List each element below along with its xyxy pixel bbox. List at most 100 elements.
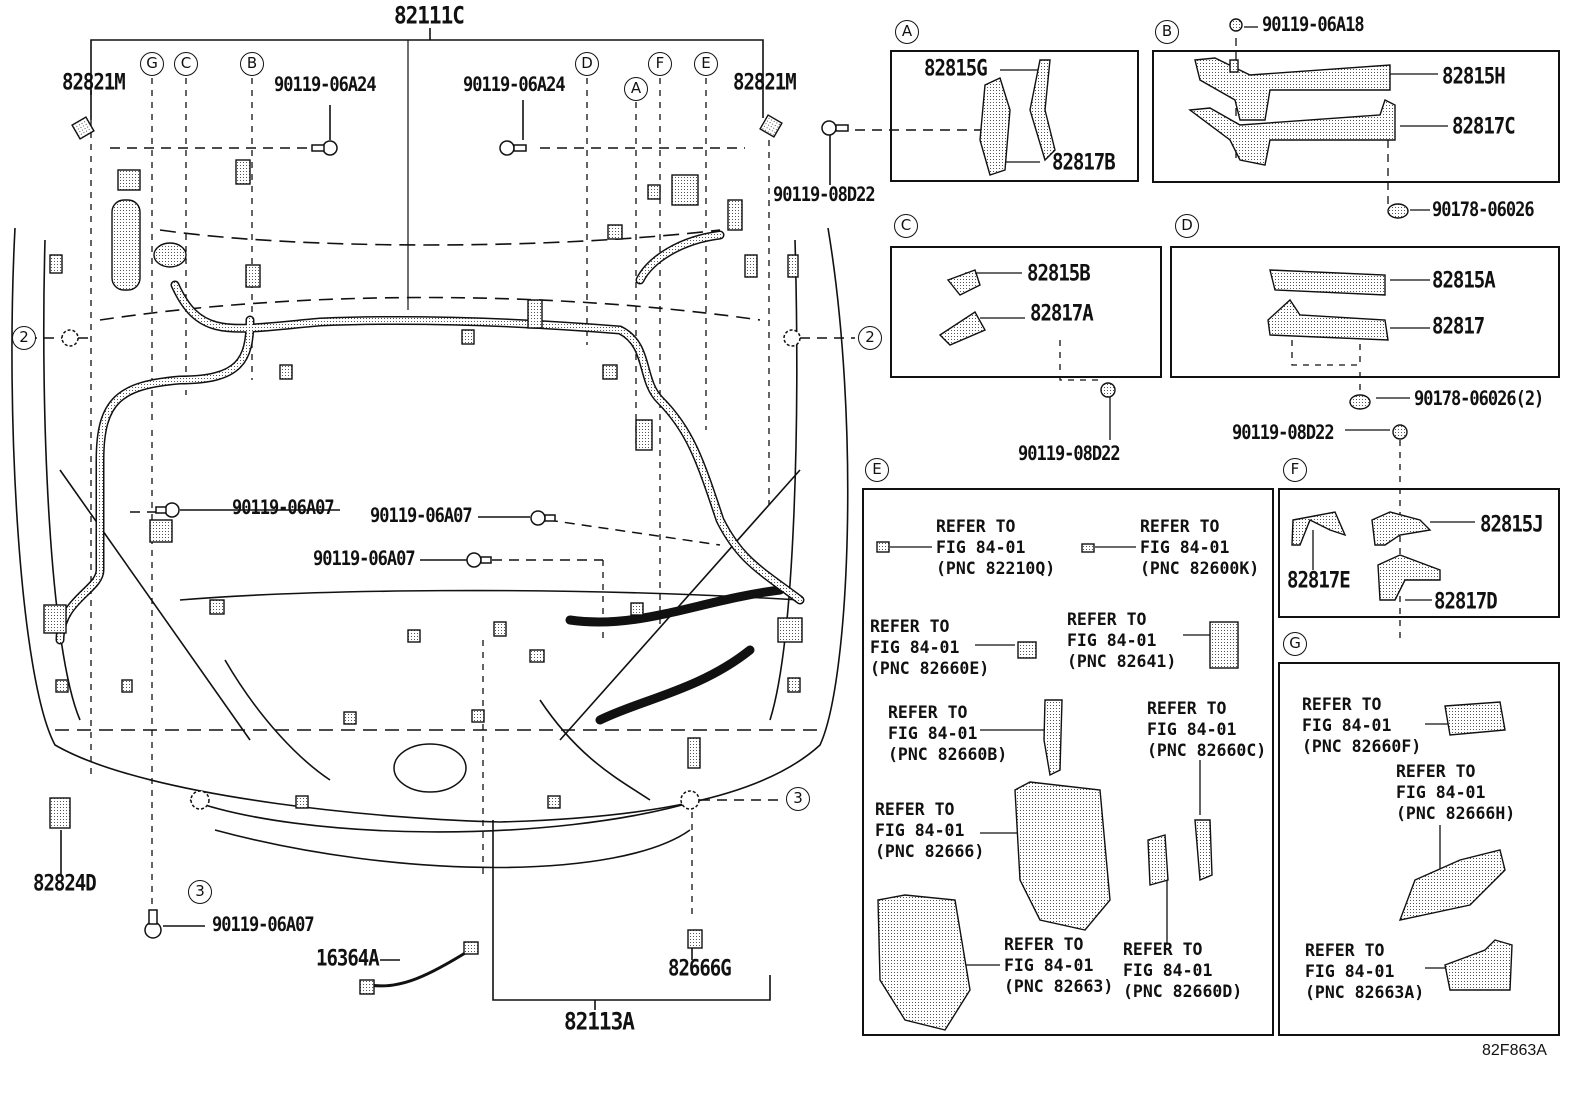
ref-line1: REFER TO (936, 517, 1016, 536)
ref-line2: FIG 84-01 (870, 638, 960, 657)
callout-a[interactable]: A (624, 77, 648, 101)
ref-82660b[interactable]: REFER TO FIG 84-01 (PNC 82660B) (888, 702, 1007, 765)
part-label-bolt-06a07-bottom[interactable]: 90119-06A07 (212, 913, 315, 937)
ref-line2: FIG 84-01 (1140, 538, 1230, 557)
ref-line2: FIG 84-01 (936, 538, 1026, 557)
ref-82666[interactable]: REFER TO FIG 84-01 (PNC 82666) (875, 799, 984, 862)
ref-line2: FIG 84-01 (1147, 720, 1237, 739)
ref-line3: (PNC 82641) (1067, 652, 1177, 671)
part-label-90119-06a18[interactable]: 90119-06A18 (1262, 13, 1365, 37)
detail-panel-b (1152, 50, 1560, 183)
ref-line3: (PNC 82663) (1004, 977, 1114, 996)
part-label-bolt-06a24-center[interactable]: 90119-06A24 (463, 73, 566, 97)
part-label-82817c[interactable]: 82817C (1452, 113, 1516, 139)
ref-line1: REFER TO (875, 800, 955, 819)
part-label-82815h[interactable]: 82815H (1442, 63, 1506, 89)
main-assembly-label[interactable]: 82111C (394, 1, 465, 30)
part-label-82815a[interactable]: 82815A (1432, 267, 1496, 293)
part-label-90119-08d22-c[interactable]: 90119-08D22 (1018, 442, 1121, 466)
ref-line3: (PNC 82210Q) (936, 559, 1056, 578)
ref-82600k[interactable]: REFER TO FIG 84-01 (PNC 82600K) (1140, 516, 1259, 579)
ref-line1: REFER TO (1067, 610, 1147, 629)
detail-panel-f (1278, 488, 1560, 618)
callout-2-right[interactable]: 2 (858, 326, 882, 350)
ref-82660c[interactable]: REFER TO FIG 84-01 (PNC 82660C) (1147, 698, 1266, 761)
part-label-82817[interactable]: 82817 (1432, 313, 1485, 339)
ref-line3: (PNC 82663A) (1305, 983, 1425, 1002)
part-label-82815g[interactable]: 82815G (924, 55, 988, 81)
ref-line3: (PNC 82660E) (870, 659, 990, 678)
ref-line3: (PNC 82660D) (1123, 982, 1243, 1001)
ref-line3: (PNC 82660B) (888, 745, 1008, 764)
part-label-82824d[interactable]: 82824D (33, 870, 97, 896)
ref-line1: REFER TO (1123, 940, 1203, 959)
ref-82663a[interactable]: REFER TO FIG 84-01 (PNC 82663A) (1305, 940, 1424, 1003)
part-label-82815b[interactable]: 82815B (1027, 260, 1091, 286)
panel-e-letter: E (865, 458, 889, 482)
ref-line1: REFER TO (1396, 762, 1476, 781)
panel-a-letter: A (895, 20, 919, 44)
callout-2-left[interactable]: 2 (12, 326, 36, 350)
ref-82660e[interactable]: REFER TO FIG 84-01 (PNC 82660E) (870, 616, 989, 679)
part-label-82817e[interactable]: 82817E (1287, 567, 1351, 593)
ref-line1: REFER TO (1004, 935, 1084, 954)
callout-3-right[interactable]: 3 (786, 787, 810, 811)
part-label-82817d[interactable]: 82817D (1434, 588, 1498, 614)
ref-line2: FIG 84-01 (1302, 716, 1392, 735)
part-label-82817a[interactable]: 82817A (1030, 300, 1094, 326)
part-label-90178-06026-2[interactable]: 90178-06026(2) (1414, 387, 1544, 411)
detail-panel-c (890, 246, 1162, 378)
detail-panel-a (890, 50, 1139, 182)
bracket-82111c (90, 39, 764, 95)
ref-82663[interactable]: REFER TO FIG 84-01 (PNC 82663) (1004, 934, 1113, 997)
part-label-82821m-left[interactable]: 82821M (62, 69, 126, 95)
ref-82666h[interactable]: REFER TO FIG 84-01 (PNC 82666H) (1396, 761, 1515, 824)
ref-82210q[interactable]: REFER TO FIG 84-01 (PNC 82210Q) (936, 516, 1055, 579)
ref-line2: FIG 84-01 (888, 724, 978, 743)
panel-b-letter: B (1155, 20, 1179, 44)
part-label-bolt-06a24-left[interactable]: 90119-06A24 (274, 73, 377, 97)
ref-line3: (PNC 82660C) (1147, 741, 1267, 760)
ref-line1: REFER TO (870, 617, 950, 636)
part-label-82815j[interactable]: 82815J (1480, 511, 1544, 537)
ref-line1: REFER TO (888, 703, 968, 722)
callout-f[interactable]: F (648, 52, 672, 76)
ref-line2: FIG 84-01 (1004, 956, 1094, 975)
ref-line3: (PNC 82666H) (1396, 804, 1516, 823)
detail-panel-e (862, 488, 1274, 1036)
part-label-bolt-06a07-left[interactable]: 90119-06A07 (232, 496, 335, 520)
ref-line2: FIG 84-01 (1396, 783, 1486, 802)
callout-c[interactable]: C (174, 52, 198, 76)
part-label-82817b[interactable]: 82817B (1052, 149, 1116, 175)
part-label-16364a[interactable]: 16364A (316, 945, 380, 971)
ref-82660f[interactable]: REFER TO FIG 84-01 (PNC 82660F) (1302, 694, 1421, 757)
part-label-bolt-08d22[interactable]: 90119-08D22 (773, 183, 876, 207)
detail-panel-d (1170, 246, 1560, 378)
ref-line1: REFER TO (1140, 517, 1220, 536)
ref-line3: (PNC 82600K) (1140, 559, 1260, 578)
part-label-bolt-06a07-center2[interactable]: 90119-06A07 (313, 547, 416, 571)
detail-panel-g (1278, 662, 1560, 1036)
callout-d[interactable]: D (575, 52, 599, 76)
panel-g-letter: G (1283, 632, 1307, 656)
ref-line3: (PNC 82666) (875, 842, 985, 861)
part-label-82821m-right[interactable]: 82821M (733, 69, 797, 95)
panel-c-letter: C (894, 214, 918, 238)
callout-b[interactable]: B (240, 52, 264, 76)
callout-g[interactable]: G (140, 52, 164, 76)
part-label-90119-08d22-f[interactable]: 90119-08D22 (1232, 421, 1335, 445)
ref-82660d[interactable]: REFER TO FIG 84-01 (PNC 82660D) (1123, 939, 1242, 1002)
part-label-90178-06026[interactable]: 90178-06026 (1432, 198, 1535, 222)
callout-3-left[interactable]: 3 (188, 880, 212, 904)
ref-line3: (PNC 82660F) (1302, 737, 1422, 756)
ref-line1: REFER TO (1305, 941, 1385, 960)
panel-f-letter: F (1283, 458, 1307, 482)
figure-code: 82F863A (1482, 1042, 1547, 1059)
part-label-82666g[interactable]: 82666G (668, 955, 732, 981)
lower-assembly-label[interactable]: 82113A (564, 1007, 635, 1036)
ref-82641[interactable]: REFER TO FIG 84-01 (PNC 82641) (1067, 609, 1176, 672)
callout-e[interactable]: E (694, 52, 718, 76)
part-label-bolt-06a07-center[interactable]: 90119-06A07 (370, 504, 473, 528)
panel-d-letter: D (1175, 214, 1199, 238)
